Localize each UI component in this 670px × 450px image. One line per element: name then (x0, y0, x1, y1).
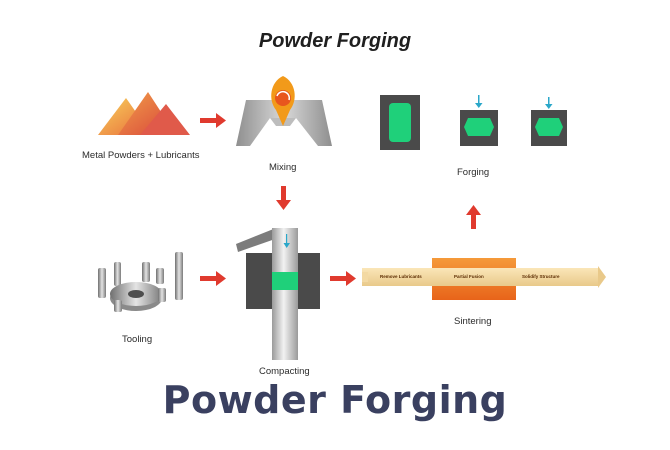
label-mixing: Mixing (269, 162, 297, 173)
label-tooling: Tooling (122, 334, 153, 345)
label-compacting: Compacting (259, 366, 310, 377)
arrow-compacting-to-sintering (330, 271, 356, 286)
sintering-stage-remove-lubricants: Remove Lubricants (380, 274, 422, 279)
sintering-stage-solidify-structure: Solidify Structure (522, 274, 560, 279)
forging-die-pressing (460, 95, 498, 146)
label-sintering: Sintering (454, 316, 492, 327)
arrow-powders-to-mixing (200, 113, 226, 128)
label-metal-powders: Metal Powders + Lubricants (82, 150, 200, 161)
arrow-sintering-to-forging (466, 205, 481, 229)
diagram-title: Powder Forging (258, 30, 412, 52)
forging-die-closed (531, 97, 567, 146)
compacting-press-icon (236, 228, 320, 360)
arrow-tooling-to-compacting (200, 271, 226, 286)
arrow-mixing-to-compacting (276, 186, 291, 210)
banner-title: Powder Forging (162, 378, 508, 422)
label-forging: Forging (457, 167, 490, 178)
metal-powder-piles (98, 92, 190, 135)
sintering-stage-partial-fusion: Partial Fusion (454, 274, 484, 279)
mixer-icon (236, 76, 332, 146)
tooling-icon (98, 252, 183, 312)
sintering-furnace-icon (362, 258, 606, 300)
forging-die-open (380, 95, 420, 150)
